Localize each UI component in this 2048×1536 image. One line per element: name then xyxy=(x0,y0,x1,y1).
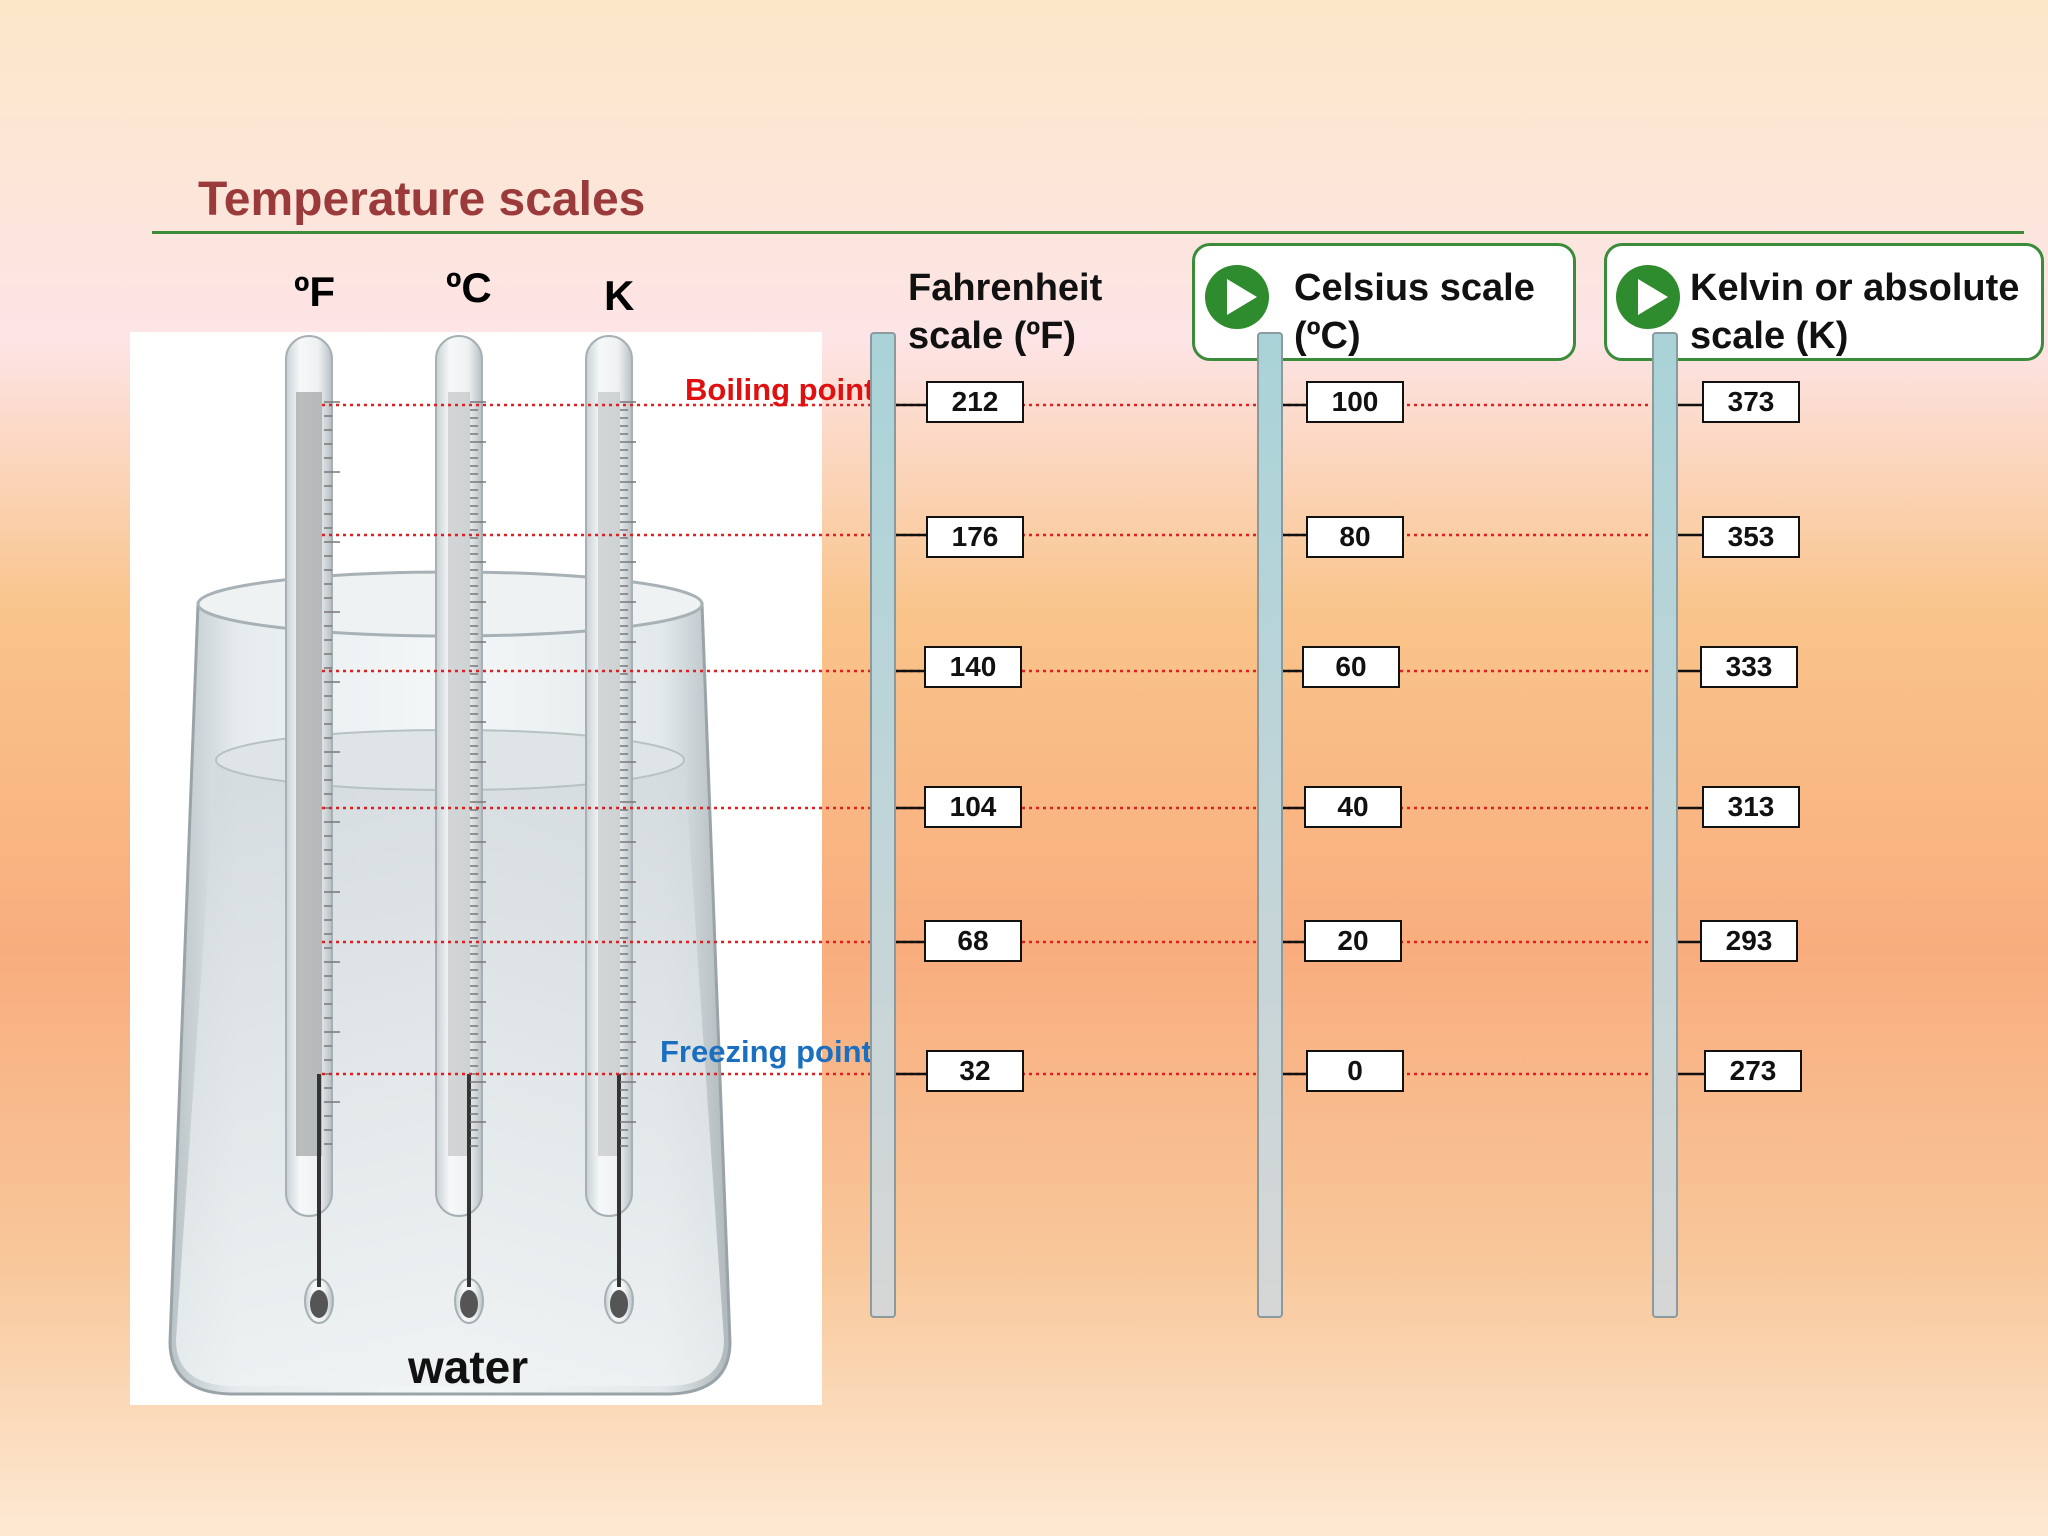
kelvin-scale-header: Kelvin or absolute scale (K) xyxy=(1690,264,2019,360)
title-divider xyxy=(152,231,2024,234)
celsius-scale-header: Celsius scale (ºC) xyxy=(1294,264,1535,360)
kelvin-value-box: 373 xyxy=(1702,381,1800,423)
kelvin-header-line2: scale (K) xyxy=(1690,315,1849,357)
celsius-value-box: 40 xyxy=(1304,786,1402,828)
play-icon[interactable] xyxy=(1616,265,1680,329)
fahrenheit-value-box: 104 xyxy=(924,786,1022,828)
kelvin-header-line1: Kelvin or absolute xyxy=(1690,267,2020,309)
kelvin-value-box: 293 xyxy=(1700,920,1798,962)
fahrenheit-scale-bar xyxy=(870,332,896,1318)
kelvin-scale-bar xyxy=(1652,332,1678,1318)
fahrenheit-header-line1: Fahrenheit xyxy=(908,267,1103,309)
celsius-header-line2: (ºC) xyxy=(1294,315,1361,357)
fahrenheit-value-box: 212 xyxy=(926,381,1024,423)
celsius-value-box: 20 xyxy=(1304,920,1402,962)
glass-illustration xyxy=(168,335,732,1396)
kelvin-value-box: 353 xyxy=(1702,516,1800,558)
celsius-header-line1: Celsius scale xyxy=(1294,267,1535,309)
kelvin-unit-label: K xyxy=(604,272,635,319)
kelvin-value-box: 273 xyxy=(1704,1050,1802,1092)
kelvin-value-box: 313 xyxy=(1702,786,1800,828)
fahrenheit-value-box: 32 xyxy=(926,1050,1024,1092)
play-icon[interactable] xyxy=(1205,265,1269,329)
water-label: water xyxy=(408,1341,529,1393)
boiling-point-label: Boiling point xyxy=(685,372,875,407)
celsius-value-box: 100 xyxy=(1306,381,1404,423)
celsius-value-box: 80 xyxy=(1306,516,1404,558)
celsius-value-box: 0 xyxy=(1306,1050,1404,1092)
kelvin-value-box: 333 xyxy=(1700,646,1798,688)
fahrenheit-value-box: 140 xyxy=(924,646,1022,688)
glass-photo xyxy=(130,332,822,1405)
celsius-unit-label: ºC xyxy=(446,264,492,311)
fahrenheit-header-line2: scale (ºF) xyxy=(908,315,1077,357)
celsius-scale-bar xyxy=(1257,332,1283,1318)
freezing-point-label: Freezing point xyxy=(660,1034,872,1069)
fahrenheit-unit-label: ºF xyxy=(294,268,335,315)
fahrenheit-scale-header: Fahrenheit scale (ºF) xyxy=(908,264,1102,360)
page-title: Temperature scales xyxy=(198,173,646,226)
fahrenheit-value-box: 68 xyxy=(924,920,1022,962)
celsius-value-box: 60 xyxy=(1302,646,1400,688)
fahrenheit-value-box: 176 xyxy=(926,516,1024,558)
